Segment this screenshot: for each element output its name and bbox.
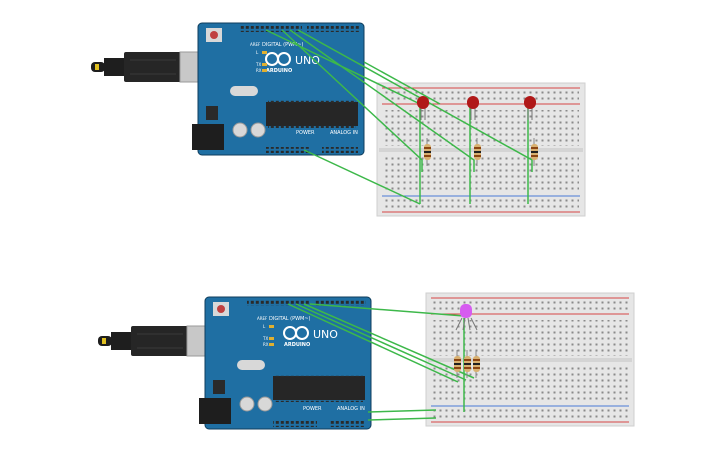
model-label: UNO <box>295 54 320 67</box>
power-header[interactable] <box>273 421 317 427</box>
brand-label: ARDUINO <box>266 68 292 74</box>
wire[interactable] <box>367 409 437 413</box>
digital-header-low[interactable] <box>314 300 366 306</box>
digital-header-high[interactable] <box>240 26 302 32</box>
red-led-2[interactable] <box>467 96 479 120</box>
arduino-board-2[interactable]: DIGITAL (PWM~) AREF UNO ARDUINO L TX RX <box>199 296 372 430</box>
wires-1 <box>265 29 533 205</box>
crystal <box>230 86 258 96</box>
digital-label: DIGITAL (PWM~) <box>262 42 304 48</box>
microcontroller-chip <box>266 102 358 126</box>
power-label: POWER <box>296 130 315 136</box>
analog-header[interactable] <box>322 147 358 153</box>
resistor-3[interactable] <box>473 350 480 378</box>
aref-label: AREF <box>250 42 261 47</box>
led-label-rx: RX <box>256 68 262 73</box>
wire[interactable] <box>295 303 467 381</box>
analog-label: ANALOG IN <box>337 406 365 412</box>
power-jack[interactable] <box>192 124 224 150</box>
wire[interactable] <box>281 29 423 172</box>
wire[interactable] <box>287 303 459 383</box>
digital-label: DIGITAL (PWM~) <box>269 316 311 322</box>
resistor-1[interactable] <box>424 138 431 166</box>
digital-header-high[interactable] <box>247 300 309 306</box>
wire[interactable] <box>367 417 437 421</box>
capacitor <box>232 122 248 138</box>
arduino-board-1[interactable]: DIGITAL (PWM~) AREF UNO ARDUINO L TX RX <box>192 22 365 156</box>
power-label: POWER <box>303 406 322 412</box>
usb-cable-1[interactable] <box>91 51 223 83</box>
wire[interactable] <box>303 303 475 379</box>
led-label-l: L <box>263 324 266 329</box>
wire[interactable] <box>363 61 441 105</box>
model-label: UNO <box>313 328 338 341</box>
analog-header[interactable] <box>329 421 365 427</box>
capacitor <box>250 122 266 138</box>
arduino-logo-icon <box>283 326 309 340</box>
analog-label: ANALOG IN <box>330 130 358 136</box>
wire[interactable] <box>289 29 475 172</box>
rgb-led[interactable] <box>455 304 478 331</box>
aref-label: AREF <box>257 316 268 321</box>
voltage-regulator <box>206 106 218 120</box>
red-led-1[interactable] <box>417 96 429 120</box>
arduino-logo-icon <box>265 52 291 66</box>
circuit-2: DIGITAL (PWM~) AREF UNO ARDUINO L TX RX <box>98 292 635 430</box>
wire[interactable] <box>303 149 421 205</box>
brand-label: ARDUINO <box>284 342 310 348</box>
resistor-2[interactable] <box>464 350 471 378</box>
led-label-rx: RX <box>263 342 269 347</box>
power-jack[interactable] <box>199 398 231 424</box>
circuit-1: DIGITAL (PWM~) AREF UNO ARDUINO L TX RX <box>91 22 586 217</box>
capacitor <box>257 396 273 412</box>
capacitor <box>239 396 255 412</box>
led-label-tx: TX <box>262 336 268 341</box>
voltage-regulator <box>213 380 225 394</box>
red-led-3[interactable] <box>524 96 536 120</box>
resistor-2[interactable] <box>474 138 481 166</box>
resistor-1[interactable] <box>454 350 461 378</box>
crystal <box>237 360 265 370</box>
led-label-tx: TX <box>255 62 261 67</box>
resistor-3[interactable] <box>531 138 538 166</box>
wire[interactable] <box>265 29 421 105</box>
digital-header-low[interactable] <box>307 26 359 32</box>
led-label-l: L <box>256 50 259 55</box>
power-header[interactable] <box>266 147 310 153</box>
microcontroller-chip <box>273 376 365 400</box>
wire[interactable] <box>297 29 533 172</box>
wire[interactable] <box>309 303 465 317</box>
